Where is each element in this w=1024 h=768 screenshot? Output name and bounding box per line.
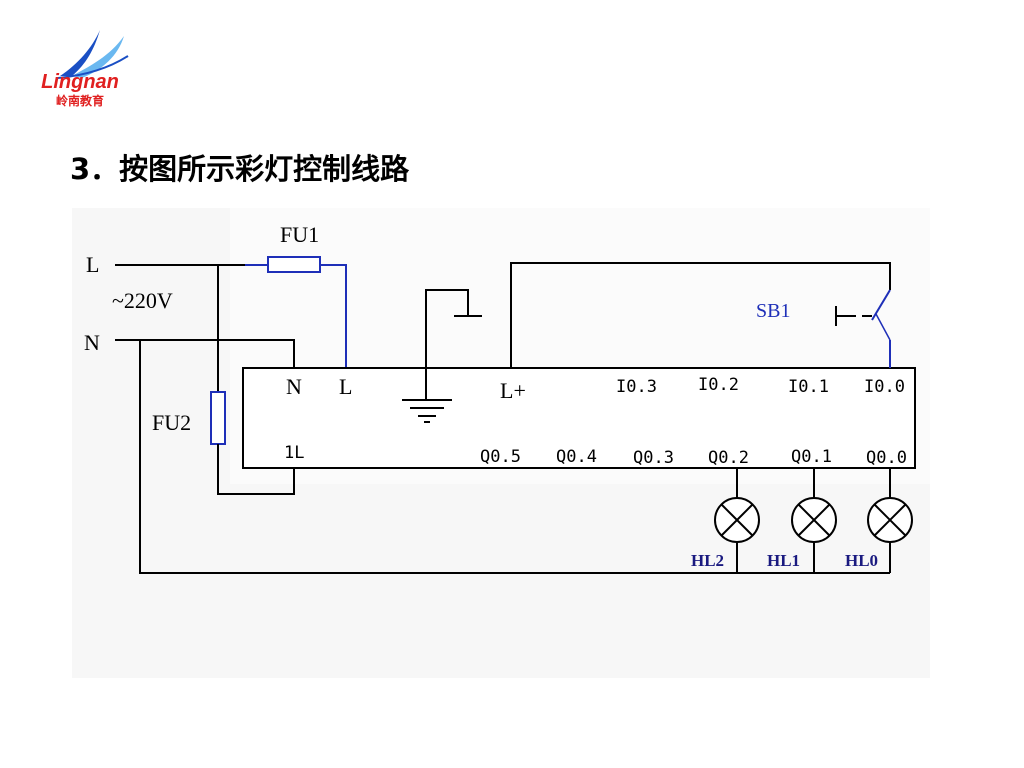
label-neutral: N [84,330,100,355]
label-output-q0-1: Q0.1 [791,447,832,467]
label-fu2: FU2 [152,410,191,435]
label-fu1: FU1 [280,222,319,247]
logo-subtitle: 岭南教育 [56,93,104,108]
label-output-q0-5: Q0.5 [480,447,521,467]
label-hl1: HL1 [767,551,800,570]
label-input-i0-3: I0.3 [616,377,657,397]
wire-n-supply [115,339,295,368]
lamp-hl0-icon [867,468,913,573]
label-input-i0-1: I0.1 [788,377,829,397]
lingnan-logo: Lingnan 岭南教育 [41,30,129,108]
lamp-hl2-icon [714,468,760,573]
label-input-i0-2: I0.2 [698,375,739,395]
label-input-i0-0: I0.0 [864,377,905,397]
label-hl0: HL0 [845,551,878,570]
switch-sb1-icon [835,289,891,368]
slide-title: 3．按图所示彩灯控制线路 [70,152,410,186]
logo-name: Lingnan [41,71,119,93]
wire-ground-up [425,289,469,368]
wire-n-return [139,340,890,574]
wire-fu2-to-1l [217,444,295,495]
fuse-fu1 [267,256,321,273]
logo-swoosh-thin-icon [57,55,129,79]
label-plc-lplus: L+ [500,378,526,403]
wire-fu1-to-plc-l [320,264,347,368]
ground-icon [402,399,452,423]
lamp-hl1-icon [791,468,837,573]
label-output-q0-2: Q0.2 [708,448,749,468]
fuse-fu2 [210,391,226,445]
label-voltage: ~220V [112,288,173,313]
label-plc-n: N [286,374,302,399]
label-output-q0-0: Q0.0 [866,448,907,468]
label-hl2: HL2 [691,551,724,570]
label-output-q0-4: Q0.4 [556,447,597,467]
label-line: L [86,252,99,277]
label-plc-l: L [339,374,352,399]
plc-body [242,367,916,469]
label-plc-1l: 1L [284,443,304,463]
label-sb1: SB1 [756,300,790,322]
logo-swoosh-icon [60,30,100,76]
label-output-q0-3: Q0.3 [633,448,674,468]
wire-lplus-to-sb1 [510,262,891,368]
